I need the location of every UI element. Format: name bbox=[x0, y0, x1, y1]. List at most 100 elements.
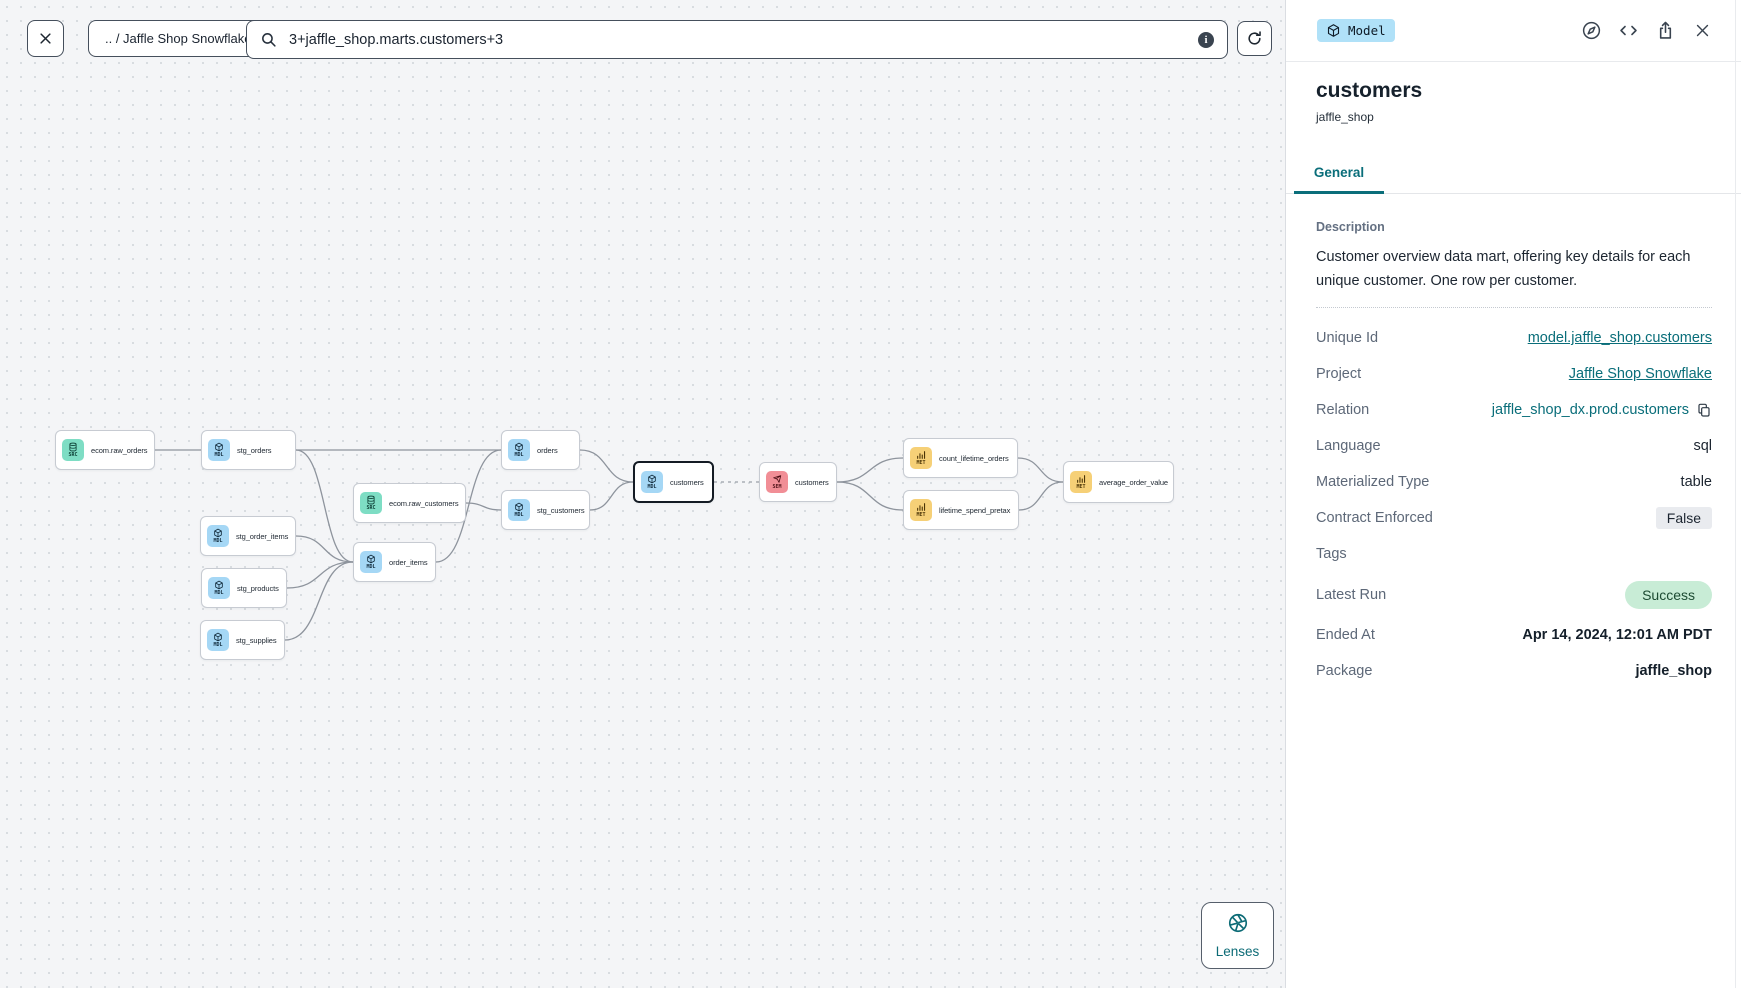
page-title: customers bbox=[1316, 79, 1423, 102]
copy-icon[interactable] bbox=[1696, 402, 1712, 418]
field-row: Relation jaffle_shop_dx.prod.customers bbox=[1316, 392, 1712, 428]
lineage-search[interactable]: i bbox=[246, 20, 1228, 59]
breadcrumb[interactable]: .. / Jaffle Shop Snowflake bbox=[88, 20, 269, 57]
details-panel: Model customers ja bbox=[1285, 0, 1741, 988]
graph-node-count_lifetime_orders[interactable]: MET count_lifetime_orders bbox=[903, 438, 1018, 478]
node-label: ecom.raw_orders bbox=[91, 445, 148, 455]
info-icon[interactable]: i bbox=[1198, 31, 1214, 48]
search-input[interactable] bbox=[287, 30, 1188, 49]
field-row: Contract Enforced False bbox=[1316, 500, 1712, 536]
field-label: Package bbox=[1316, 663, 1373, 679]
search-icon bbox=[260, 31, 277, 48]
field-value: jaffle_shop_dx.prod.customers bbox=[1492, 402, 1712, 418]
model-cube-icon: MDL bbox=[360, 551, 382, 573]
tab-general[interactable]: General bbox=[1294, 159, 1384, 194]
value-pill: False bbox=[1655, 507, 1712, 529]
field-row: Project Jaffle Shop Snowflake bbox=[1316, 356, 1712, 392]
model-cube-icon: MDL bbox=[508, 499, 530, 521]
field-value: jaffle_shop bbox=[1635, 663, 1712, 679]
panel-close-icon[interactable] bbox=[1691, 20, 1713, 42]
metric-chart-icon: MET bbox=[910, 447, 932, 469]
breadcrumb-label: .. / Jaffle Shop Snowflake bbox=[105, 31, 252, 46]
divider bbox=[1316, 307, 1712, 308]
field-label: Project bbox=[1316, 366, 1362, 382]
refresh-button[interactable] bbox=[1237, 21, 1272, 56]
field-label: Unique Id bbox=[1316, 330, 1379, 346]
field-row: Latest Run Success bbox=[1316, 572, 1712, 617]
field-value: Apr 14, 2024, 12:01 AM PDT bbox=[1522, 627, 1712, 643]
node-label: ecom.raw_customers bbox=[389, 498, 459, 508]
node-label: orders bbox=[537, 445, 558, 455]
graph-node-customers_sem[interactable]: SEM customers bbox=[759, 462, 837, 502]
metric-chart-icon: MET bbox=[1070, 471, 1092, 493]
aperture-icon bbox=[1227, 912, 1249, 939]
explore-compass-icon[interactable] bbox=[1580, 20, 1602, 42]
field-row: Language sql bbox=[1316, 428, 1712, 464]
field-row: Package jaffle_shop bbox=[1316, 653, 1712, 689]
field-label: Ended At bbox=[1316, 627, 1375, 643]
graph-node-order_items[interactable]: MDL order_items bbox=[353, 542, 436, 582]
node-label: customers bbox=[795, 477, 829, 487]
close-lineage-button[interactable] bbox=[27, 20, 64, 57]
cube-icon bbox=[1326, 23, 1341, 38]
field-label: Contract Enforced bbox=[1316, 510, 1433, 526]
node-label: stg_orders bbox=[237, 445, 272, 455]
field-link-project[interactable]: Jaffle Shop Snowflake bbox=[1568, 366, 1712, 382]
panel-body: customers jaffle_shop General Descriptio… bbox=[1286, 79, 1741, 689]
node-label: stg_customers bbox=[537, 505, 585, 515]
code-icon[interactable] bbox=[1617, 20, 1639, 42]
share-icon[interactable] bbox=[1654, 20, 1676, 42]
field-value: table bbox=[1680, 474, 1712, 490]
description-label: Description bbox=[1316, 220, 1385, 234]
field-link-unique-id[interactable]: model.jaffle_shop.customers bbox=[1527, 330, 1712, 346]
field-label: Tags bbox=[1316, 546, 1347, 562]
description-text: Customer overview data mart, offering ke… bbox=[1316, 249, 1691, 289]
node-label: stg_supplies bbox=[236, 635, 277, 645]
semantic-model-icon: SEM bbox=[766, 471, 788, 493]
metric-chart-icon: MET bbox=[910, 499, 932, 521]
field-label: Latest Run bbox=[1316, 586, 1387, 603]
field-value: sql bbox=[1693, 438, 1712, 454]
graph-node-stg_products[interactable]: MDL stg_products bbox=[201, 568, 287, 608]
graph-node-ecom_raw_customers[interactable]: SRC ecom.raw_customers bbox=[353, 483, 466, 523]
model-cube-icon: MDL bbox=[208, 577, 230, 599]
field-label: Relation bbox=[1316, 402, 1370, 418]
refresh-icon bbox=[1246, 30, 1263, 47]
graph-node-stg_orders[interactable]: MDL stg_orders bbox=[201, 430, 296, 470]
resource-type-badge: Model bbox=[1317, 19, 1395, 42]
field-label: Materialized Type bbox=[1316, 474, 1430, 490]
graph-node-average_order_value[interactable]: MET average_order_value bbox=[1063, 461, 1174, 503]
lenses-label: Lenses bbox=[1215, 944, 1260, 959]
node-label: average_order_value bbox=[1099, 477, 1168, 487]
field-value: Success bbox=[1625, 580, 1712, 609]
source-database-icon: SRC bbox=[360, 492, 382, 514]
model-cube-icon: MDL bbox=[207, 629, 229, 651]
status-badge: Success bbox=[1625, 580, 1712, 609]
graph-node-lifetime_spend_pretax[interactable]: MET lifetime_spend_pretax bbox=[903, 490, 1019, 530]
edges-svg bbox=[155, 449, 1064, 641]
node-label: lifetime_spend_pretax bbox=[939, 505, 1011, 515]
node-label: stg_order_items bbox=[236, 531, 289, 541]
field-value: False bbox=[1655, 507, 1712, 529]
node-label: count_lifetime_orders bbox=[939, 453, 1009, 463]
node-label: stg_products bbox=[237, 583, 279, 593]
node-label: customers bbox=[670, 477, 704, 487]
node-label: order_items bbox=[389, 557, 428, 567]
close-icon bbox=[38, 31, 53, 46]
field-row: Materialized Type table bbox=[1316, 464, 1712, 500]
page-subtitle: jaffle_shop bbox=[1316, 110, 1374, 124]
field-label: Language bbox=[1316, 438, 1381, 454]
graph-node-stg_supplies[interactable]: MDL stg_supplies bbox=[200, 620, 285, 660]
model-cube-icon: MDL bbox=[208, 439, 230, 461]
panel-tabs: General bbox=[1286, 159, 1741, 194]
field-row: Unique Id model.jaffle_shop.customers bbox=[1316, 320, 1712, 356]
graph-node-stg_customers[interactable]: MDL stg_customers bbox=[501, 490, 590, 530]
lenses-button[interactable]: Lenses bbox=[1201, 902, 1274, 969]
field-row: Tags bbox=[1316, 536, 1712, 572]
resource-type-label: Model bbox=[1348, 23, 1386, 38]
